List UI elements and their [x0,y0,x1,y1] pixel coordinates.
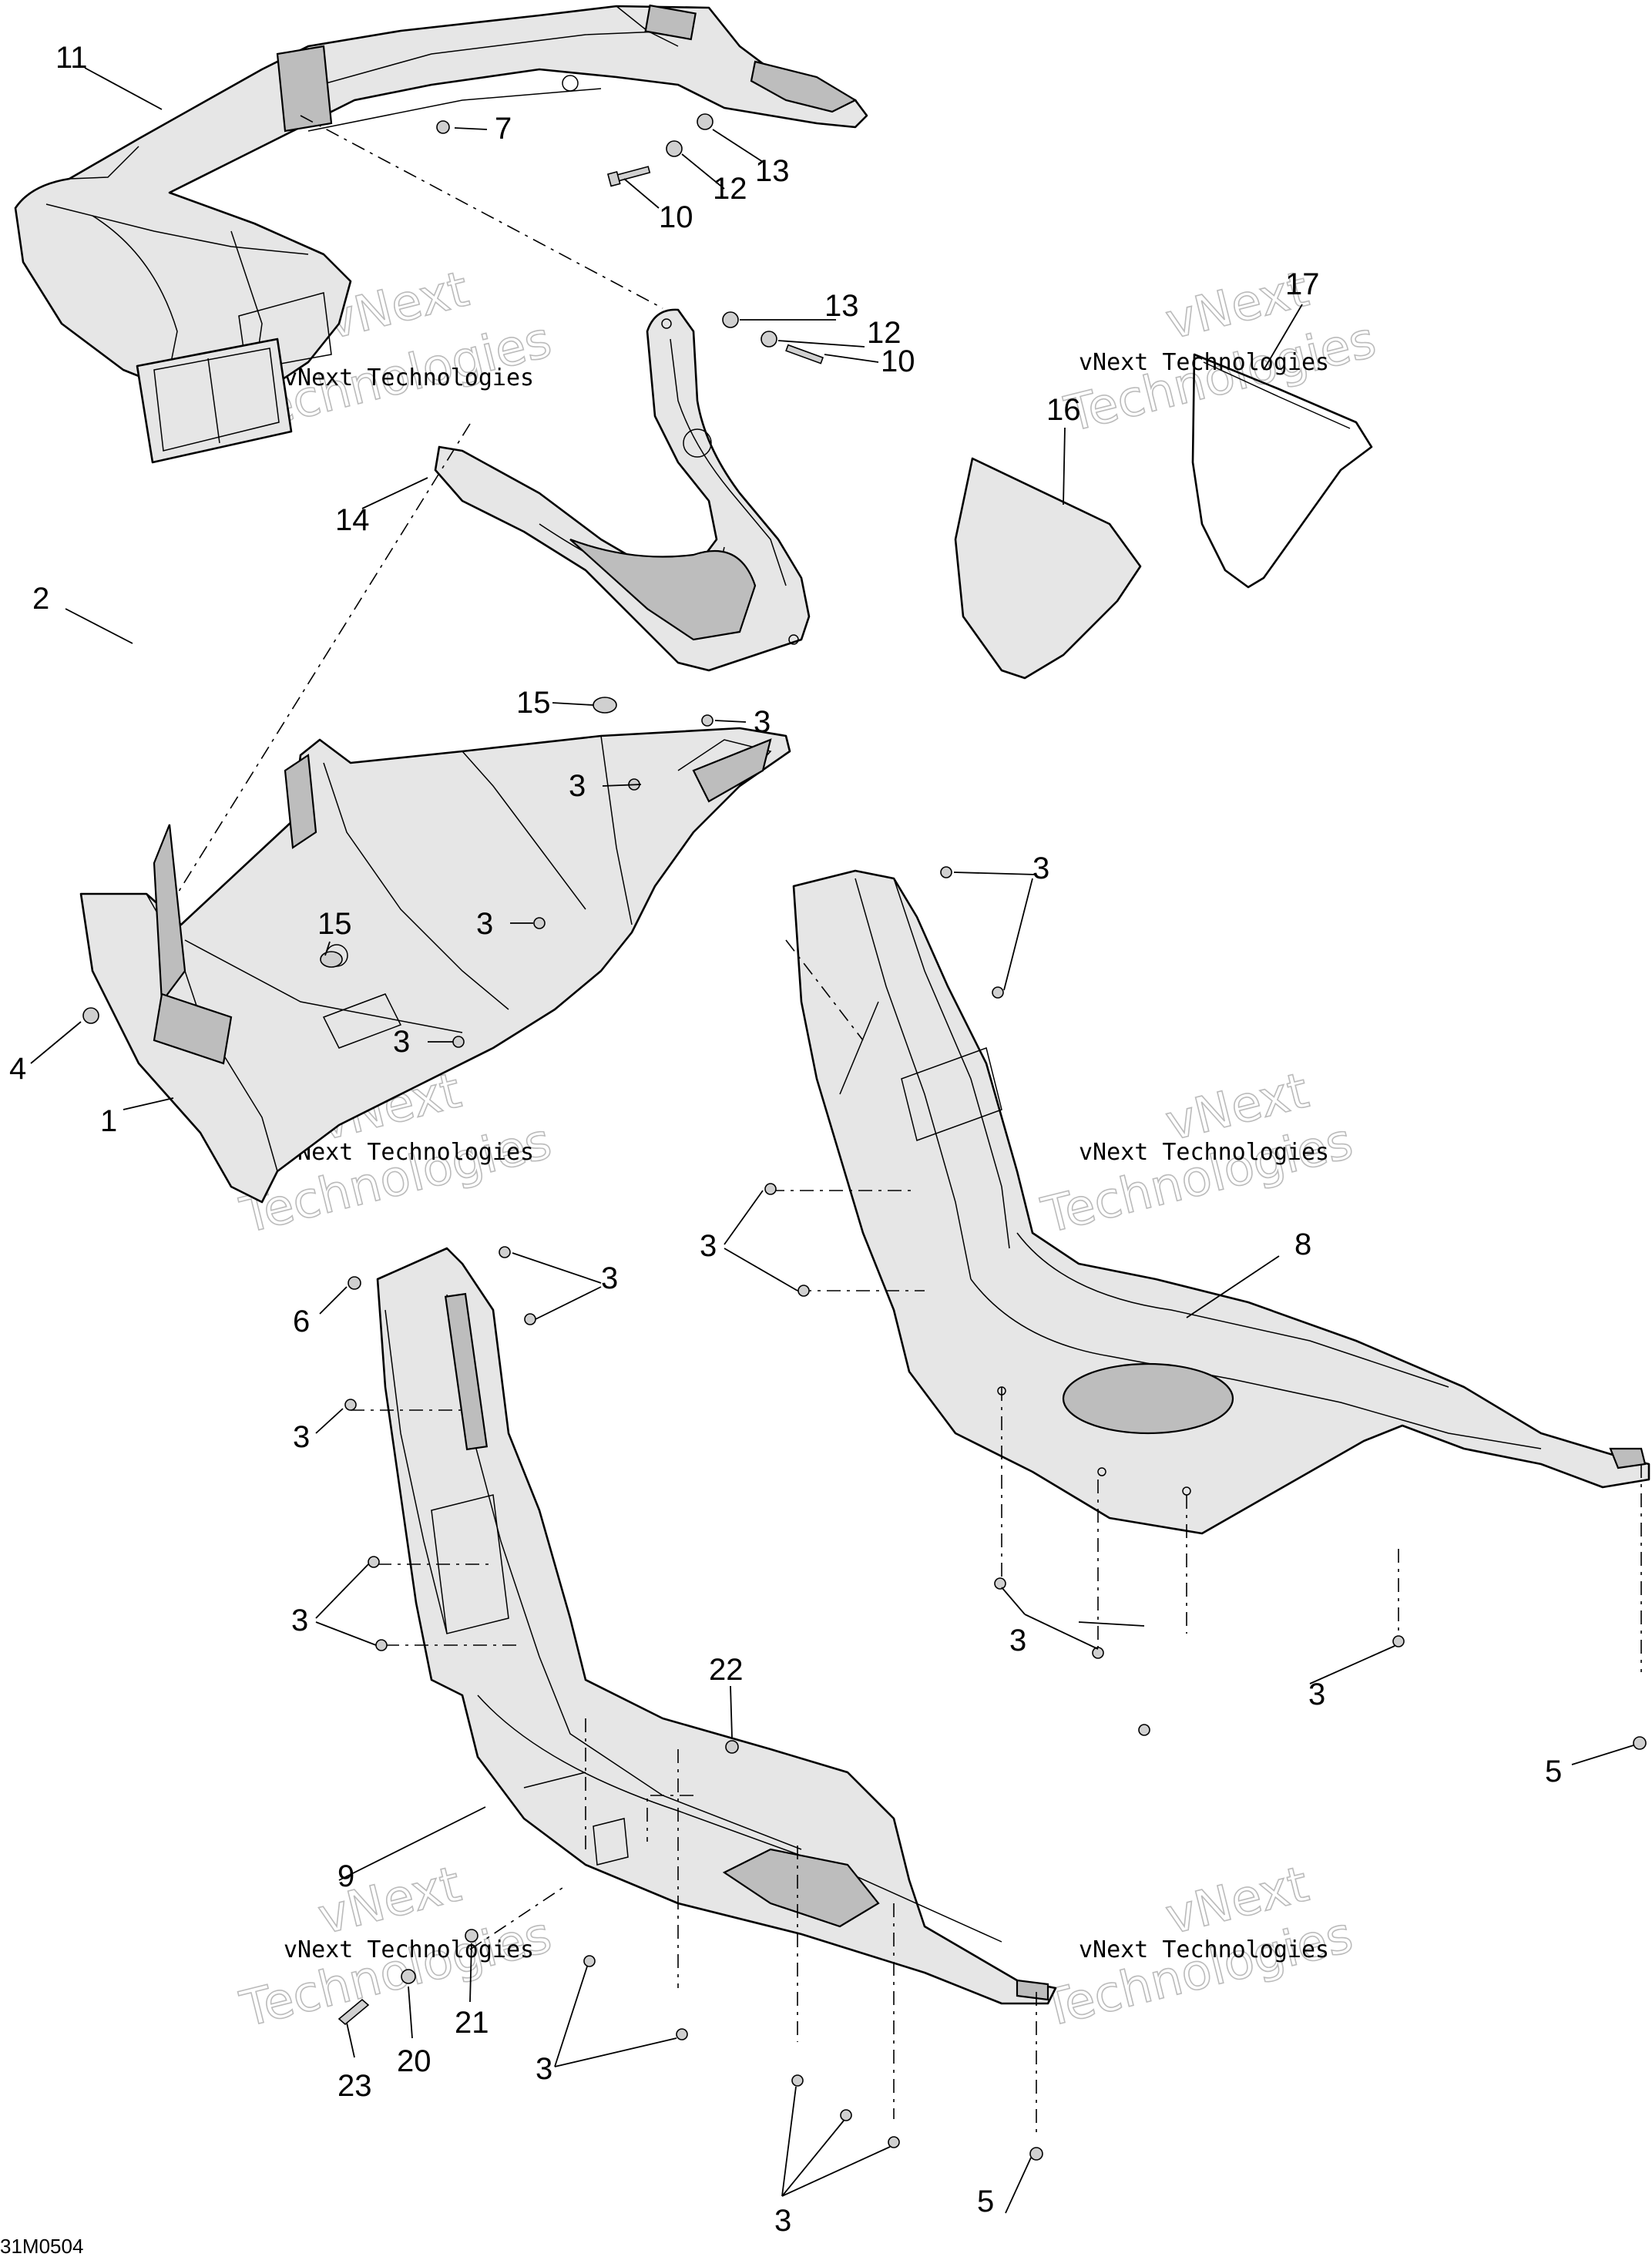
washer-21 [465,1929,478,1943]
watermark-5: vNext Technologies vNext Technologies [234,1856,557,2040]
washer-6 [348,1276,361,1290]
callout-14: 14 [335,503,370,537]
screw-3-c [533,917,546,929]
svg-text:vNext Technologies: vNext Technologies [284,364,534,391]
screw-3-l [1392,1635,1405,1647]
callout-13-upper: 13 [755,154,790,188]
clip-20 [401,1969,416,1984]
screw-3-q [375,1639,388,1651]
callout-22: 22 [709,1653,744,1687]
screw-3-u [840,2109,852,2121]
screw-5-left [1029,2147,1043,2161]
callout-3-k: 3 [1308,1678,1325,1711]
washer-22 [725,1740,739,1754]
callout-6: 6 [293,1305,310,1338]
nut-7 [436,120,450,134]
callout-12-lower: 12 [867,316,902,350]
callout-5-right: 5 [1545,1755,1562,1788]
callout-12-upper: 12 [713,172,747,206]
part-8-right-panel [792,869,1650,1535]
screw-3-d [452,1036,465,1048]
part-1-front-console [79,727,791,1204]
washer-13-lower [722,311,739,328]
screw-3-p [368,1556,380,1568]
callout-labels: 11 7 13 12 10 13 12 10 17 16 14 2 15 3 3… [9,41,1562,2238]
screw-5-right [1633,1736,1647,1750]
part-14-center-bracket [434,308,811,672]
callout-13-lower: 13 [824,289,859,323]
callout-21: 21 [455,2006,489,2040]
screw-3-s [676,2028,688,2040]
callout-1: 1 [100,1104,117,1138]
callout-3-b: 3 [569,769,586,803]
callout-15-upper: 15 [516,686,551,720]
part-2-decal [136,338,293,464]
washer-12-lower [761,331,777,348]
callout-9: 9 [337,1859,354,1893]
alignment-lines [176,115,1642,2134]
callout-20: 20 [397,2044,431,2078]
screw-10-upper [606,166,651,187]
callout-4: 4 [9,1052,26,1086]
part-9-left-panel [376,1247,1057,2005]
callout-3-a: 3 [754,705,771,739]
svg-text:vNext Technologies: vNext Technologies [1079,1139,1329,1166]
callout-3-g: 3 [601,1261,618,1295]
callout-3-h: 3 [293,1420,310,1454]
callout-3-c: 3 [476,907,493,941]
grommet-15-lower [320,951,343,968]
callout-8: 8 [1294,1228,1311,1261]
screw-3-a [701,714,714,727]
callout-10-upper: 10 [659,200,693,234]
watermark-6: vNext Technologies vNext Technologies [1036,1856,1358,2040]
leader-lines [30,67,1634,2214]
washer-12-upper [666,140,683,157]
screw-3-m [499,1246,511,1258]
callout-3-e: 3 [1032,851,1049,885]
callout-23: 23 [337,2069,372,2103]
screw-3-o [344,1399,357,1411]
plug-4 [82,1007,99,1024]
screw-3-i [994,1577,1006,1590]
callout-11: 11 [55,41,88,75]
svg-text:vNext Technologies: vNext Technologies [284,1936,534,1963]
screw-3-v [888,2136,900,2148]
part-11-upper-console [14,4,868,402]
callout-3-j: 3 [1009,1624,1026,1657]
callout-3-d: 3 [393,1025,410,1059]
callout-3-l: 3 [536,2052,552,2086]
fasteners [82,113,1647,2161]
callout-3-m: 3 [774,2204,791,2238]
svg-text:vNext Technologies: vNext Technologies [284,1139,534,1166]
screw-3-h [797,1285,810,1297]
callout-5-left: 5 [977,2185,994,2218]
callout-16: 16 [1046,393,1081,427]
callout-10-lower: 10 [881,344,915,378]
part-16-decal [954,457,1142,680]
part-17-decal [1191,353,1373,589]
figure-code: 31M0504 [0,2235,83,2257]
callout-15-lower: 15 [317,907,352,941]
screw-3-j [1092,1647,1104,1659]
washer-13-upper [697,113,714,130]
callout-3-f: 3 [700,1229,717,1263]
screw-3-t [791,2074,804,2087]
screw-3-k [1138,1724,1150,1736]
watermark-4: vNext Technologies vNext Technologies [1036,1062,1358,1246]
callout-3-i: 3 [291,1604,308,1637]
grommet-15-upper [593,697,617,714]
screw-3-r [583,1955,596,1967]
svg-text:vNext Technologies: vNext Technologies [1079,1936,1329,1963]
watermark-2: vNext Technologies vNext Technologies [1059,260,1382,445]
screw-3-g [764,1183,777,1195]
screw-3-n [524,1313,536,1325]
callout-17: 17 [1285,267,1320,301]
callout-7: 7 [495,112,512,146]
screw-3-f [992,986,1004,999]
screw-3-e [940,866,952,878]
callout-2: 2 [32,582,49,616]
pin-23 [337,1998,370,2026]
screw-10-lower [785,344,824,364]
